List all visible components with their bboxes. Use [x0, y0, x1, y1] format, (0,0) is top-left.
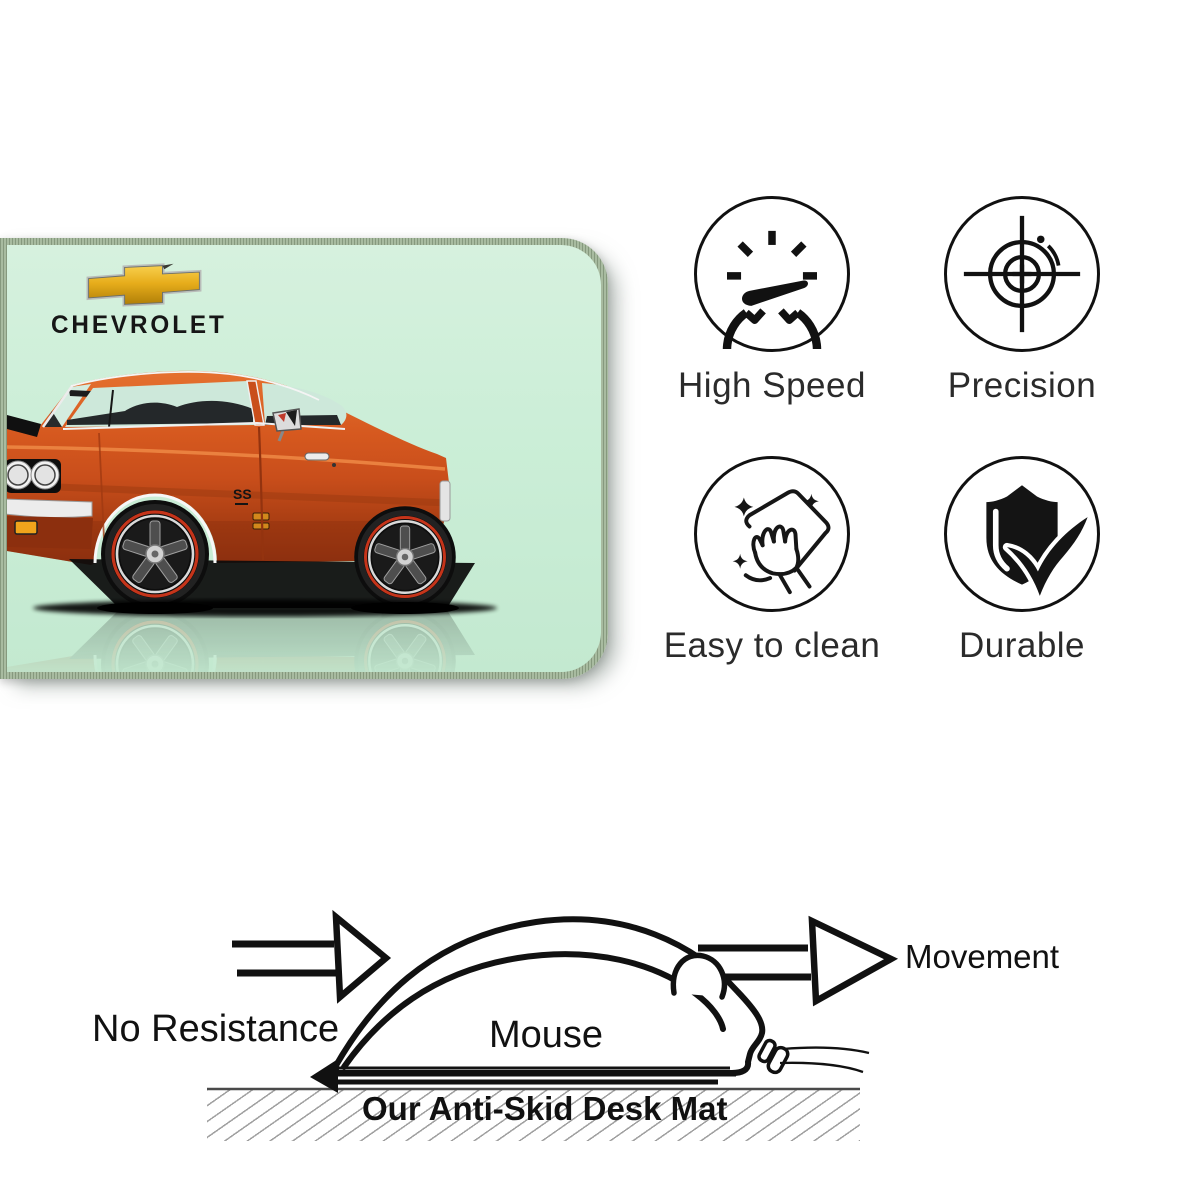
movement-label: Movement — [905, 938, 1060, 975]
icon-ring — [694, 456, 850, 612]
ss-badge: SS — [233, 486, 252, 502]
feature-durable: Durable — [882, 456, 1162, 666]
feature-label: Easy to clean — [663, 626, 881, 665]
wiping-hand-icon — [732, 489, 831, 595]
car-illustration: SS — [7, 370, 567, 672]
feature-easy-clean: Easy to clean — [632, 456, 912, 666]
anti-skid-caption: Our Anti-Skid Desk Mat — [362, 1090, 728, 1127]
feature-high-speed: High Speed — [632, 196, 912, 406]
shield-check-icon — [986, 485, 1092, 601]
feature-precision: Precision — [882, 196, 1162, 406]
feature-label: High Speed — [678, 366, 866, 405]
icon-ring — [944, 196, 1100, 352]
feature-label: Precision — [947, 366, 1097, 405]
desk-mat-hatching — [207, 1089, 860, 1141]
front-wheel — [101, 500, 209, 608]
rear-wheel — [354, 506, 456, 608]
mouse-label: Mouse — [489, 1014, 604, 1056]
crosshair-icon — [963, 215, 1081, 333]
mouse-cable — [757, 1038, 870, 1075]
brand-wordmark: CHEVROLET — [51, 311, 227, 339]
no-resistance-arrow-icon — [232, 909, 392, 1004]
desk-mat-surface: CHEVROLET — [7, 245, 601, 672]
speedometer-icon — [722, 230, 822, 349]
icon-ring — [944, 456, 1100, 612]
mouse-outline-icon — [310, 916, 870, 1093]
feature-label: Durable — [958, 626, 1086, 665]
desk-mat-product-image: CHEVROLET — [0, 238, 608, 679]
mouse-tail-arrow — [310, 1059, 338, 1093]
anti-skid-diagram — [207, 909, 899, 1093]
chevrolet-bowtie-icon — [86, 263, 202, 307]
car-reflection — [7, 610, 567, 672]
icon-ring — [694, 196, 850, 352]
no-resistance-label: No Resistance — [92, 1008, 340, 1050]
